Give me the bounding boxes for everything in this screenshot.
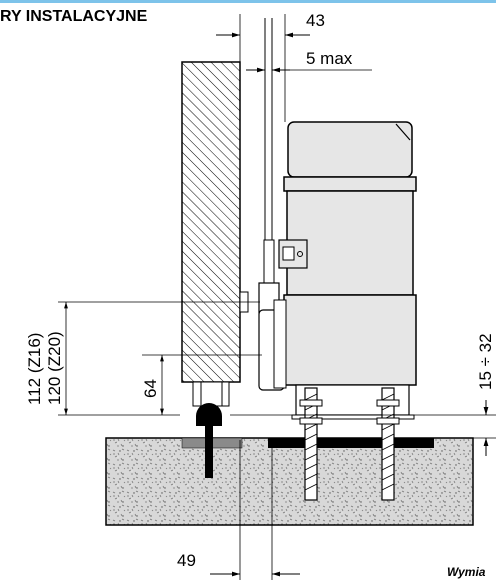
dim-64: 64 (141, 379, 160, 398)
motor-housing (286, 190, 414, 296)
concrete-base (105, 437, 474, 526)
lock-key-icon (297, 251, 303, 257)
section-title: RY INSTALACYJNE (0, 8, 148, 25)
header-accent-line (0, 0, 496, 3)
dim-120-z20: 120 (Z20) (45, 331, 64, 405)
motor-cover (287, 121, 413, 178)
anchor-bolt-right (376, 387, 400, 501)
dim-112-z16: 112 (Z16) (25, 333, 44, 405)
base-plate (268, 438, 434, 448)
dim-15-32: 15 ÷ 32 (476, 333, 495, 390)
gate-guide-rail (196, 403, 222, 426)
dim-49: 49 (177, 551, 196, 570)
rack-bracket (263, 239, 275, 287)
motor-lower-housing (283, 294, 417, 386)
dim-5-max: 5 max (306, 49, 353, 68)
motor-band (283, 176, 417, 192)
footer-caption: Wymia (447, 565, 486, 579)
gate-leaf (181, 61, 241, 383)
dim-43: 43 (306, 11, 325, 30)
anchor-bolt-left (299, 387, 323, 501)
gate-roller-support (192, 381, 230, 407)
